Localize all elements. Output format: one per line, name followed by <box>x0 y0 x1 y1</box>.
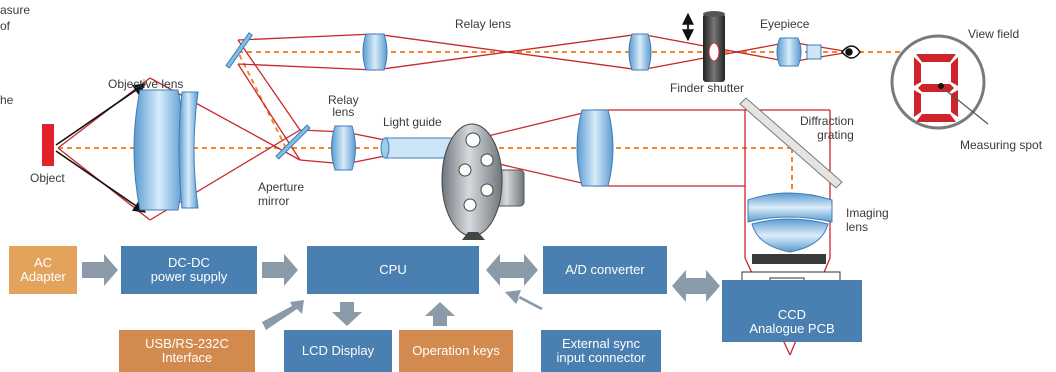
ac-adapter-block: AC Adapter <box>9 246 77 294</box>
relay-lens-top-label: Relay lens <box>455 17 512 31</box>
object-arrows <box>55 83 147 213</box>
lcd-display-block: LCD Display <box>284 330 392 372</box>
eyepiece-label: Eyepiece <box>760 17 810 31</box>
cpu-block: CPU <box>307 246 479 294</box>
diffraction-grating-label: Diffraction grating <box>800 114 854 142</box>
light-rays <box>57 33 851 356</box>
upper-mirror <box>225 32 253 69</box>
view-field-label: View field <box>968 27 1020 41</box>
relay-lens-top-2 <box>628 33 652 71</box>
ext-sync-block: External sync input connector <box>541 330 661 372</box>
filter-wheel <box>441 123 525 240</box>
finder-shutter-label: Finder shutter <box>670 81 745 95</box>
eye-icon <box>841 45 861 59</box>
diffraction-grating <box>739 97 843 189</box>
light-guide-label: Light guide <box>383 115 442 129</box>
objective-lens <box>133 89 199 211</box>
imaging-lens <box>747 192 833 264</box>
usb-interface-block: USB/RS-232C Interface <box>119 330 255 372</box>
dcdc-block: DC-DC power supply <box>121 246 257 294</box>
flow-arrows <box>82 254 720 330</box>
objective-lens-label: Objective lens <box>108 77 184 91</box>
eyepiece-lens <box>776 37 822 67</box>
operation-keys-block: Operation keys <box>399 330 513 372</box>
relay-lens-mid-label: Relay lens <box>328 93 359 119</box>
object-target <box>42 124 54 166</box>
collimating-lens <box>576 109 614 187</box>
ccd-block: CCD Analogue PCB <box>722 280 862 342</box>
aperture-mirror-label: Aperture mirror <box>258 180 305 208</box>
relay-lens-top-1 <box>362 33 388 71</box>
finder-shutter <box>682 11 725 82</box>
object-label: Object <box>30 171 65 185</box>
adc-block: A/D converter <box>543 246 667 294</box>
imaging-lens-label: Imaging lens <box>846 206 889 234</box>
relay-lens-mid <box>331 125 356 171</box>
view-field <box>890 34 989 130</box>
aperture-mirror <box>275 124 311 160</box>
measuring-spot-label: Measuring spot <box>960 138 1043 152</box>
